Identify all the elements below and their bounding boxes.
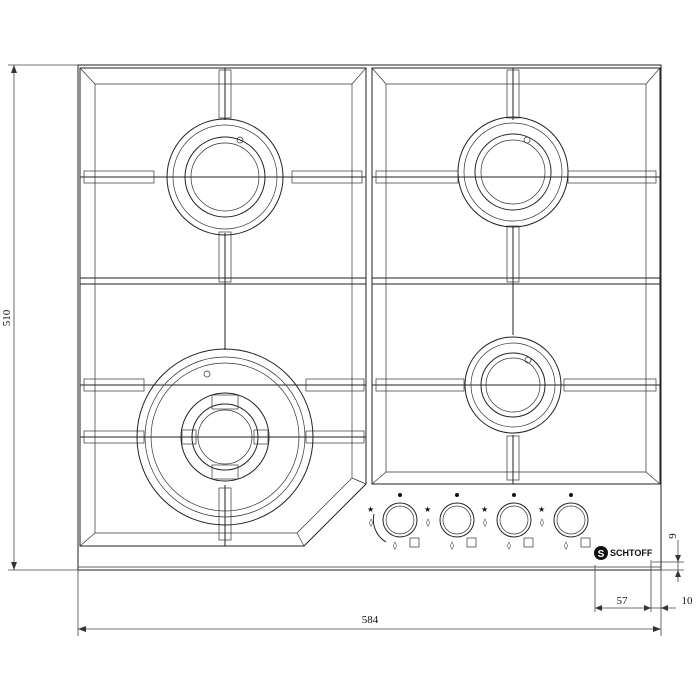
small-flame-symbol: ◊ — [507, 541, 511, 550]
burner-bottom-left-wok — [136, 348, 314, 526]
small-flame-symbol: ◊ — [564, 541, 568, 550]
max-flame-symbol: ★ — [367, 505, 374, 514]
width-dimension-label: 584 — [362, 614, 379, 626]
knob-4[interactable]: ★ ◊ ◊ — [538, 493, 591, 550]
small-flame-symbol: ◊ — [450, 541, 454, 550]
burner-top-left — [166, 118, 284, 236]
dimension-57: 57 — [594, 565, 651, 612]
height-dimension-label: 510 — [1, 309, 13, 326]
knob-2[interactable]: ★ ◊ ◊ — [424, 493, 477, 550]
left-grate — [79, 67, 367, 547]
flame-symbol: ◊ — [540, 518, 544, 527]
knob-3[interactable]: ★ ◊ ◊ — [481, 493, 534, 550]
hob-outline — [77, 64, 662, 571]
knob-1[interactable]: ★ ◊ ◊ — [367, 493, 420, 550]
dimension-height: 510 — [1, 64, 78, 571]
burner-top-right — [457, 116, 569, 228]
flame-symbol: ◊ — [369, 518, 373, 527]
dimension-width: 584 — [77, 570, 662, 636]
flame-symbol: ◊ — [483, 518, 487, 527]
brand-name: SCHTOFF — [610, 548, 653, 558]
burner-bottom-right — [464, 336, 562, 434]
offset-57-label: 57 — [617, 595, 629, 607]
max-flame-symbol: ★ — [481, 505, 488, 514]
dimension-10: 10 — [650, 560, 694, 612]
max-flame-symbol: ★ — [538, 505, 545, 514]
offset-9-label: 9 — [667, 533, 679, 539]
brand-logo: S SCHTOFF — [594, 546, 653, 560]
dimension-9: 9 — [652, 533, 684, 582]
offset-10-label: 10 — [682, 595, 694, 607]
small-flame-symbol: ◊ — [393, 541, 397, 550]
brand-logo-letter: S — [598, 549, 605, 560]
flame-symbol: ◊ — [426, 518, 430, 527]
control-knobs: ★ ◊ ◊ ★ ◊ ◊ ★ ◊ ◊ ★ ◊ — [367, 493, 591, 550]
right-grate — [371, 67, 661, 485]
max-flame-symbol: ★ — [424, 505, 431, 514]
